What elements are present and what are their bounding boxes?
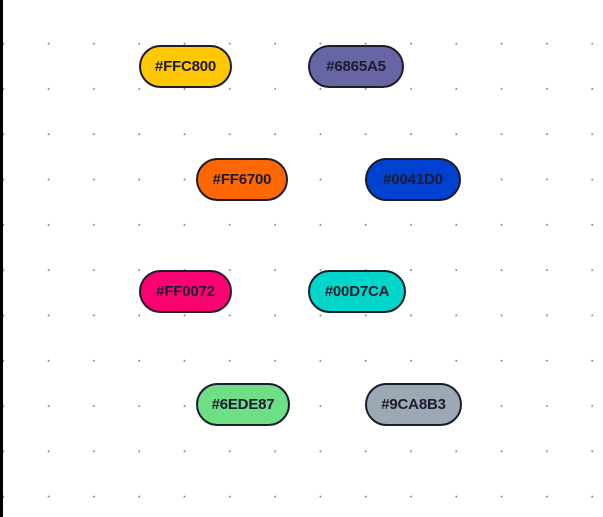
color-node-6865a5[interactable]: #6865A5 [308, 45, 404, 88]
color-node-00d7ca[interactable]: #00D7CA [308, 270, 406, 313]
color-node-ff6700[interactable]: #FF6700 [196, 158, 288, 201]
color-node-9ca8b3[interactable]: #9CA8B3 [365, 383, 462, 426]
color-node-6ede87[interactable]: #6EDE87 [196, 383, 290, 426]
color-node-ff0072[interactable]: #FF0072 [139, 270, 232, 313]
color-node-0041d0[interactable]: #0041D0 [365, 158, 461, 201]
color-node-ffc800[interactable]: #FFC800 [139, 45, 232, 88]
left-border [0, 0, 3, 517]
